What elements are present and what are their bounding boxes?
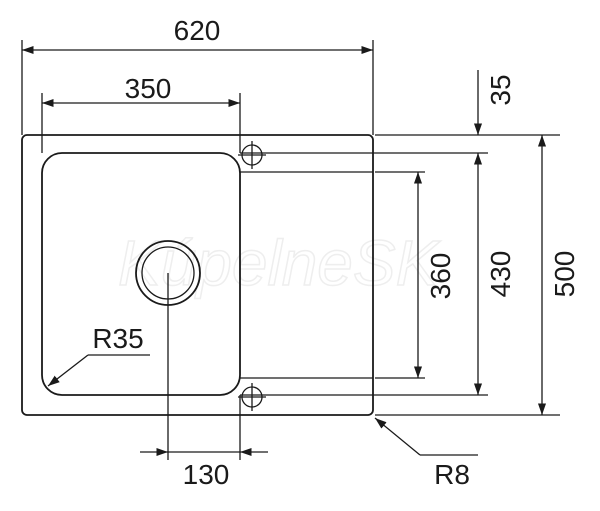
watermark: KúpelneSK bbox=[118, 227, 442, 299]
dim-bowl-radius: R35 bbox=[92, 323, 143, 354]
dim-corner-radius: R8 bbox=[434, 459, 470, 490]
sink-outline bbox=[21, 134, 374, 416]
dim-top-offset: 35 bbox=[485, 74, 516, 105]
dim-bowl-width: 350 bbox=[125, 73, 172, 104]
dim-overall-depth: 500 bbox=[549, 251, 580, 298]
bowl-outline bbox=[41, 152, 241, 396]
overflow-hole-icon bbox=[238, 383, 266, 411]
tap-hole-icon bbox=[238, 141, 266, 169]
dim-drainboard-depth: 360 bbox=[425, 253, 456, 300]
dim-overall-width: 620 bbox=[174, 15, 221, 46]
dim-inner-depth: 430 bbox=[485, 251, 516, 298]
dim-drain-offset: 130 bbox=[183, 459, 230, 490]
